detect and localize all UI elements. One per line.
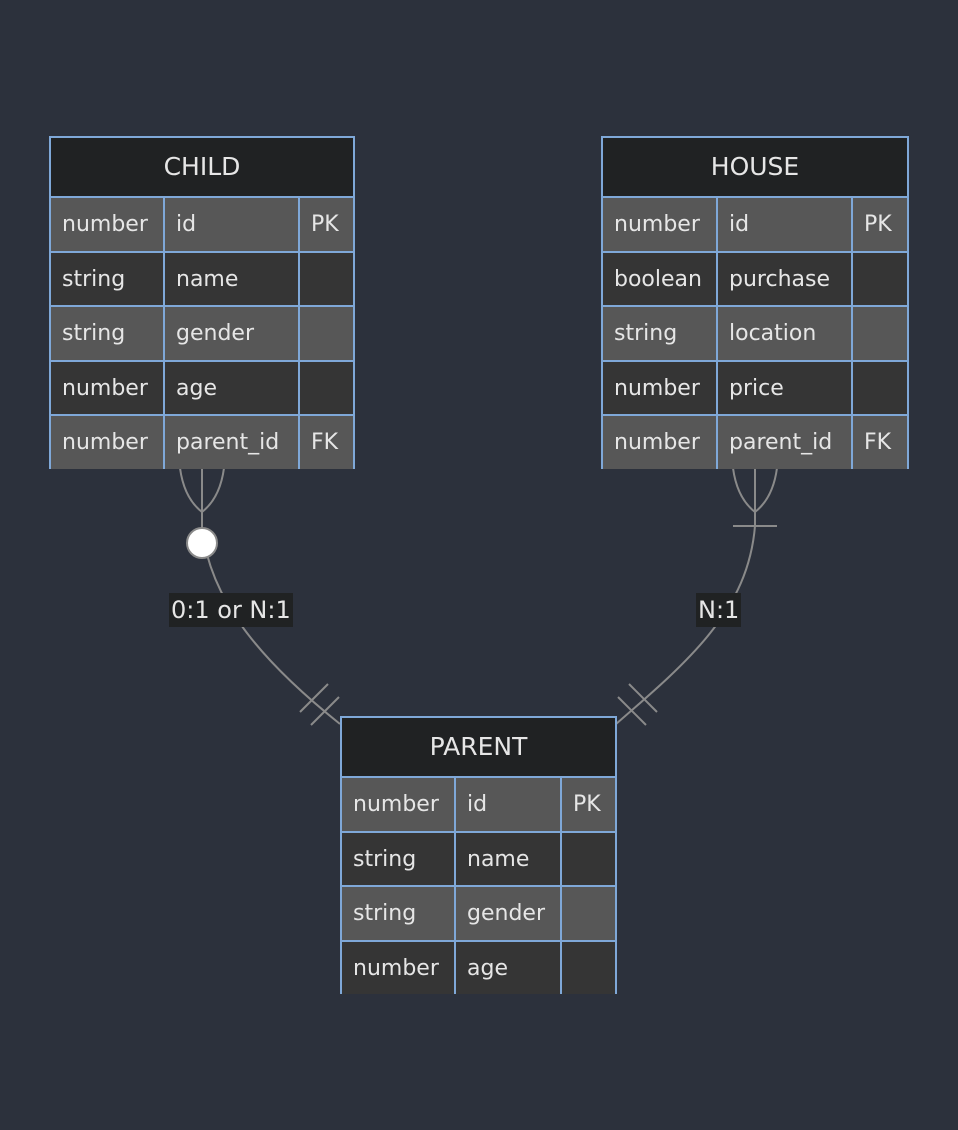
attribute-type: number bbox=[603, 362, 718, 414]
attribute-key bbox=[853, 362, 907, 414]
attribute-name: parent_id bbox=[718, 416, 853, 469]
attribute-type: string bbox=[51, 253, 165, 305]
attribute-key bbox=[300, 307, 353, 360]
entity-title: PARENT bbox=[342, 718, 615, 778]
attribute-type: number bbox=[603, 416, 718, 469]
attribute-name: gender bbox=[165, 307, 300, 360]
attribute-type: number bbox=[603, 198, 718, 251]
attribute-type: string bbox=[342, 887, 456, 940]
attribute-row: number parent_id FK bbox=[603, 416, 907, 469]
attribute-row: string gender bbox=[342, 887, 615, 942]
zero-marker-circle bbox=[186, 527, 218, 559]
attribute-name: location bbox=[718, 307, 853, 360]
attribute-name: age bbox=[165, 362, 300, 414]
attribute-key: PK bbox=[311, 212, 339, 237]
entity-title: CHILD bbox=[51, 138, 353, 198]
attribute-row: number parent_id FK bbox=[51, 416, 353, 469]
attribute-type: number bbox=[51, 198, 165, 251]
relationship-label-child-parent: 0:1 or N:1 bbox=[169, 593, 293, 627]
attribute-type: string bbox=[342, 833, 456, 885]
attribute-row: string location bbox=[603, 307, 907, 362]
attribute-type: number bbox=[51, 416, 165, 469]
attribute-key bbox=[562, 887, 615, 940]
attribute-row: number id PK bbox=[342, 778, 615, 833]
crowfoot-marker-child bbox=[179, 467, 225, 513]
attribute-row: number age bbox=[342, 942, 615, 994]
attribute-name: price bbox=[718, 362, 853, 414]
entity-house[interactable]: HOUSE number id PK boolean purchase stri… bbox=[601, 136, 909, 469]
attribute-key bbox=[853, 307, 907, 360]
attribute-type: number bbox=[342, 778, 456, 831]
relationship-house-parent bbox=[615, 467, 778, 726]
attribute-type: string bbox=[51, 307, 165, 360]
one-bar-marker-parent-left bbox=[299, 683, 340, 726]
attribute-key: PK bbox=[573, 792, 601, 817]
entity-title: HOUSE bbox=[603, 138, 907, 198]
attribute-type: number bbox=[51, 362, 165, 414]
attribute-key: FK bbox=[864, 430, 892, 455]
relationship-label-house-parent: N:1 bbox=[696, 593, 742, 627]
attribute-name: id bbox=[165, 198, 300, 251]
one-bar-marker-parent-right bbox=[617, 683, 658, 726]
attribute-key bbox=[300, 362, 353, 414]
attribute-row: boolean purchase bbox=[603, 253, 907, 307]
attribute-key bbox=[562, 942, 615, 994]
attribute-name: age bbox=[456, 942, 562, 994]
attribute-name: id bbox=[456, 778, 562, 831]
attribute-row: number age bbox=[51, 362, 353, 416]
attribute-key bbox=[562, 833, 615, 885]
attribute-row: string name bbox=[51, 253, 353, 307]
entity-parent[interactable]: PARENT number id PK string name string g… bbox=[340, 716, 617, 994]
attribute-name: name bbox=[165, 253, 300, 305]
attribute-type: boolean bbox=[603, 253, 718, 305]
attribute-row: string name bbox=[342, 833, 615, 887]
attribute-row: number id PK bbox=[603, 198, 907, 253]
attribute-type: string bbox=[603, 307, 718, 360]
attribute-type: number bbox=[342, 942, 456, 994]
attribute-key bbox=[853, 253, 907, 305]
attribute-row: number id PK bbox=[51, 198, 353, 253]
attribute-row: string gender bbox=[51, 307, 353, 362]
entity-child[interactable]: CHILD number id PK string name string ge… bbox=[49, 136, 355, 469]
crowfoot-marker-house bbox=[732, 467, 778, 513]
attribute-key: FK bbox=[311, 430, 339, 455]
connector-line-house-parent bbox=[615, 468, 756, 725]
attribute-name: name bbox=[456, 833, 562, 885]
attribute-name: id bbox=[718, 198, 853, 251]
attribute-row: number price bbox=[603, 362, 907, 416]
attribute-name: purchase bbox=[718, 253, 853, 305]
attribute-name: gender bbox=[456, 887, 562, 940]
attribute-key: PK bbox=[864, 212, 892, 237]
attribute-name: parent_id bbox=[165, 416, 300, 469]
attribute-key bbox=[300, 253, 353, 305]
